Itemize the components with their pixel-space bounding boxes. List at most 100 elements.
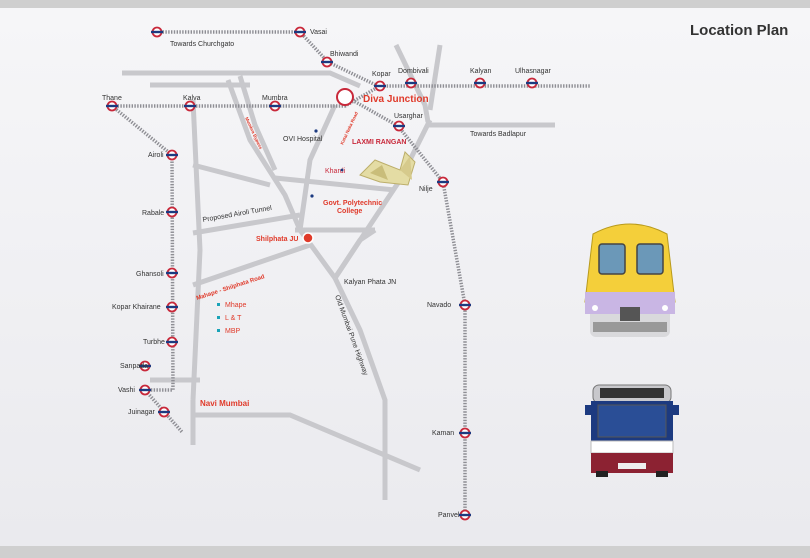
station-bar-icon	[321, 60, 333, 64]
station-marker: Ulhasnagar	[515, 68, 551, 89]
landmark-lt: L & T	[225, 315, 242, 322]
station-label: Vashi	[118, 387, 135, 394]
station-marker: Ghansoli	[136, 267, 178, 279]
station-bar-icon	[166, 340, 178, 344]
station-bar-icon	[151, 30, 163, 34]
station-label: Kopar Khairane	[112, 304, 161, 311]
station-bar-icon	[166, 210, 178, 214]
map-title: Location Plan	[690, 22, 788, 39]
station-marker: Juinagar	[128, 406, 170, 418]
road-mumbra-bypass	[225, 79, 303, 231]
station-bar-icon	[459, 513, 471, 517]
kalyan-phata-label: Kalyan Phata JN	[344, 279, 396, 286]
station-bar-icon	[166, 305, 178, 309]
landmark-marker	[217, 329, 220, 332]
landmark-mhape: Mhape	[225, 302, 247, 309]
road-mid-horizontal	[274, 175, 396, 193]
road-upper-right	[393, 43, 431, 123]
govt-polytechnic-label: Govt. Polytechnic	[323, 200, 382, 207]
station-marker: Panvel	[438, 509, 471, 521]
govt-poly-dot	[310, 194, 314, 198]
road-airoli-diag	[192, 162, 271, 188]
landmark-mbp: MBP	[225, 328, 241, 335]
station-marker: Nilje	[419, 176, 449, 193]
station-marker: Mumbra	[262, 95, 288, 112]
station-label: Juinagar	[128, 409, 156, 416]
diva-junction-ring	[336, 88, 354, 106]
station-bar-icon	[184, 104, 196, 108]
station-label: Panvel	[438, 512, 460, 519]
towards-badlapur-label: Towards Badlapur	[470, 131, 527, 138]
project-name-label: LAXMI RANGAN	[352, 139, 406, 146]
station-bar-icon	[526, 81, 538, 85]
station-label: Nilje	[419, 186, 433, 193]
station-label: Kaman	[432, 430, 454, 437]
shilphata-ju-label: Shilphata JU	[256, 236, 298, 243]
diva-junction-label: Diva Junction	[363, 94, 429, 105]
station-marker: Kopar Khairane	[112, 301, 178, 313]
road-old-highway	[332, 276, 388, 500]
station-marker: Navado	[427, 299, 471, 311]
station-label: Vasai	[310, 29, 327, 36]
station-bar-icon	[459, 431, 471, 435]
station-marker: Sanpada	[120, 360, 151, 372]
station-bar-icon	[106, 104, 118, 108]
rail-vasai-dombivali	[157, 30, 379, 88]
station-marker: Vasai	[294, 26, 327, 38]
station-marker: Kalva	[183, 95, 201, 112]
station-label: Kalva	[183, 95, 201, 102]
station-marker: Vashi	[118, 384, 151, 396]
station-marker: Dombivali	[398, 68, 429, 89]
station-bar-icon	[269, 104, 281, 108]
station-marker: Rabale	[142, 206, 178, 218]
ovi-hospital-dot	[314, 129, 318, 133]
station-marker: Thane	[102, 95, 122, 112]
road-top-horizontal	[122, 70, 361, 89]
map-background	[0, 8, 810, 546]
college-label: College	[337, 208, 362, 215]
station-label: Ghansoli	[136, 271, 164, 278]
road-network	[122, 43, 555, 500]
rail-main-central	[112, 84, 590, 108]
station-label: Turbhe	[143, 339, 165, 346]
station-label: Bhiwandi	[330, 51, 359, 58]
station-bar-icon	[139, 364, 151, 368]
road-to-usarghar	[427, 44, 443, 111]
station-label: Airoli	[148, 152, 164, 159]
landmark-list: Mhape L & T MBP	[217, 302, 247, 335]
shilphata-junction-marker	[302, 232, 314, 244]
station-bar-icon	[139, 388, 151, 392]
navi-mumbai-label: Navi Mumbai	[200, 399, 249, 408]
station-bar-icon	[437, 180, 449, 184]
station-label: Ulhasnagar	[515, 68, 551, 75]
station-marker: Airoli	[148, 149, 178, 161]
bus-illustration	[585, 384, 679, 477]
ovi-hospital-label: OVI Hospital	[283, 136, 323, 143]
station-bar-icon	[459, 303, 471, 307]
top-border	[0, 0, 810, 8]
station-marker: Usarghar	[393, 113, 423, 132]
station-marker: Bhiwandi	[321, 51, 359, 68]
landmark-marker	[217, 303, 220, 306]
station-label: Sanpada	[120, 363, 148, 370]
station-bar-icon	[374, 84, 386, 88]
road-left-curve	[237, 75, 278, 172]
station-bar-icon	[474, 81, 486, 85]
road-airoli-tunnel	[192, 212, 301, 236]
station-label: Thane	[102, 95, 122, 102]
station-bar-icon	[166, 271, 178, 275]
station-marker: Kaman	[432, 427, 471, 439]
station-label: Usarghar	[394, 113, 423, 120]
station-marker: Turbhe	[143, 336, 178, 348]
station-label: Navado	[427, 302, 451, 309]
station-label: Kalyan	[470, 68, 492, 75]
station-marker: Kalyan	[470, 68, 492, 89]
project-building	[359, 151, 416, 186]
station-marker: Kopar	[372, 71, 391, 92]
station-label: Rabale	[142, 210, 164, 217]
bottom-border	[0, 546, 810, 558]
road-mahape	[192, 242, 311, 288]
station-bar-icon	[393, 124, 405, 128]
station-bar-icon	[294, 30, 306, 34]
